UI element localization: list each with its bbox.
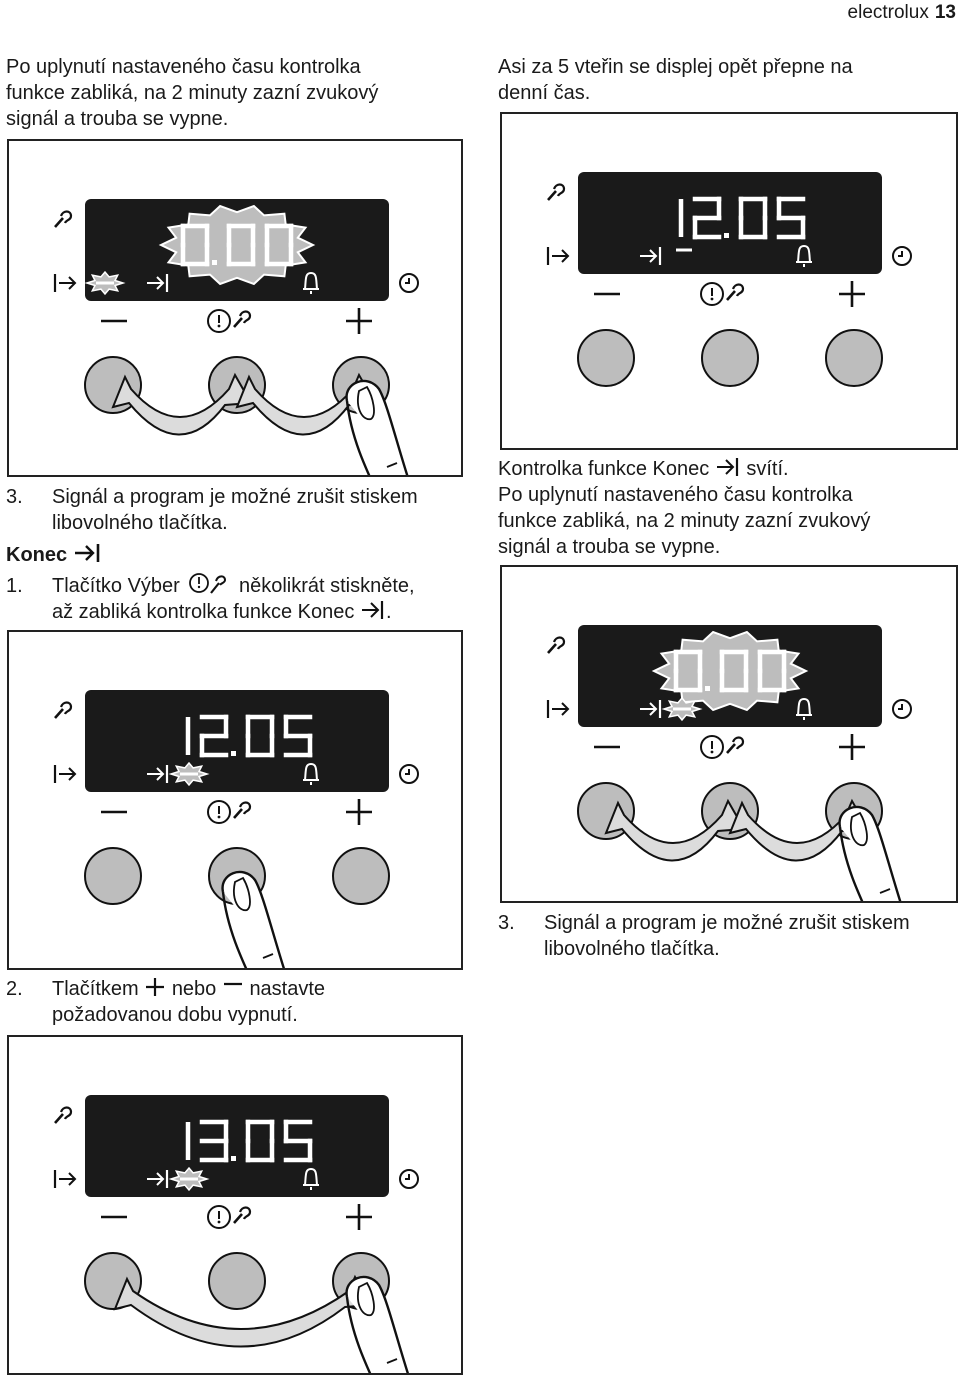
- curved-arrow: [728, 798, 870, 862]
- page-number: 13: [934, 2, 956, 23]
- curved-arrow: [235, 372, 377, 436]
- end-time-icon: [361, 601, 384, 619]
- curved-arrow: [111, 372, 253, 436]
- clock-icon: [892, 699, 912, 719]
- clock-icon: [399, 764, 419, 784]
- selector-icon: [207, 309, 231, 333]
- end-time-indicator: [640, 249, 658, 263]
- meat-probe-icon: [547, 643, 557, 654]
- clock-icon: [892, 246, 912, 266]
- panel-illustration-3: [53, 690, 419, 968]
- plus-icon: [146, 978, 165, 996]
- plus-label: [346, 308, 372, 334]
- selector-icon: [207, 800, 231, 824]
- plus-label: [346, 1204, 372, 1230]
- konec-heading: Konec: [6, 542, 103, 568]
- selector-icon: [207, 1205, 231, 1229]
- selector-icon: [700, 282, 724, 306]
- meat-probe-icon: [233, 1213, 243, 1224]
- selector-icon: [700, 735, 724, 759]
- oven-panel-5: [7, 1035, 463, 1375]
- meat-probe-icon: [54, 217, 64, 228]
- end-time-icon: [74, 544, 99, 562]
- step3-left: 3.Signál a program je možné zrušit stisk…: [6, 486, 418, 534]
- clock-icon: [399, 273, 419, 293]
- bell-icon: [796, 244, 812, 263]
- right-middle-paragraph: Kontrolka funkce Konec svítí. Po uplynut…: [498, 458, 871, 558]
- oven-panel-2: [500, 112, 958, 450]
- top-left-paragraph: Po uplynutí nastaveného času kontrolka f…: [6, 56, 379, 130]
- oven-panel-1: [7, 139, 463, 477]
- select-button: [701, 329, 759, 387]
- bell-icon: [303, 1167, 319, 1186]
- meat-probe-icon: [54, 708, 64, 719]
- bell-icon: [796, 697, 812, 716]
- step1: 1.Tlačítko Výber několikrát stiskněte, a…: [6, 571, 415, 625]
- plus-label: [839, 281, 865, 307]
- panel-illustration-1: [53, 199, 419, 475]
- oven-panel-3: [7, 630, 463, 970]
- end-time-indicator: [640, 702, 658, 716]
- lcd-display: [85, 1095, 389, 1197]
- panel-illustration-5: [53, 1095, 419, 1373]
- clock-icon: [399, 1169, 419, 1189]
- meat-probe-icon: [547, 190, 557, 201]
- minus-icon: [223, 982, 242, 986]
- meat-probe-icon: [726, 290, 736, 301]
- lcd-display: [85, 690, 389, 792]
- minus-button: [84, 847, 142, 905]
- end-time-icon: [716, 458, 738, 476]
- meat-probe-icon: [233, 808, 243, 819]
- step2: 2.Tlačítkem nebo nastavte požadovanou do…: [6, 978, 326, 1026]
- oven-panel-4: [500, 565, 958, 903]
- select-button: [208, 1252, 266, 1310]
- bell-icon: [303, 271, 319, 290]
- selector-icon: [189, 573, 227, 594]
- curved-arrow: [113, 1274, 373, 1348]
- lcd-display: [578, 172, 882, 274]
- end-time-indicator: [147, 1172, 165, 1186]
- end-time-indicator: [147, 276, 165, 290]
- minus-button: [577, 329, 635, 387]
- plus-label: [346, 799, 372, 825]
- top-right-paragraph: Asi za 5 vteřin se displej opět přepne n…: [498, 56, 853, 104]
- brand-name: electrolux: [847, 2, 929, 23]
- panel-illustration-2: [546, 172, 912, 387]
- meat-probe-icon: [726, 743, 736, 754]
- curved-arrow: [604, 798, 746, 862]
- bell-icon: [303, 762, 319, 781]
- meat-probe-icon: [54, 1113, 64, 1124]
- end-time-indicator: [147, 767, 165, 781]
- plus-button: [825, 329, 883, 387]
- meat-probe-icon: [233, 317, 243, 328]
- step3-right: 3.Signál a program je možné zrušit stisk…: [498, 912, 910, 960]
- panel-illustration-4: [546, 625, 912, 901]
- plus-button: [332, 847, 390, 905]
- plus-label: [839, 734, 865, 760]
